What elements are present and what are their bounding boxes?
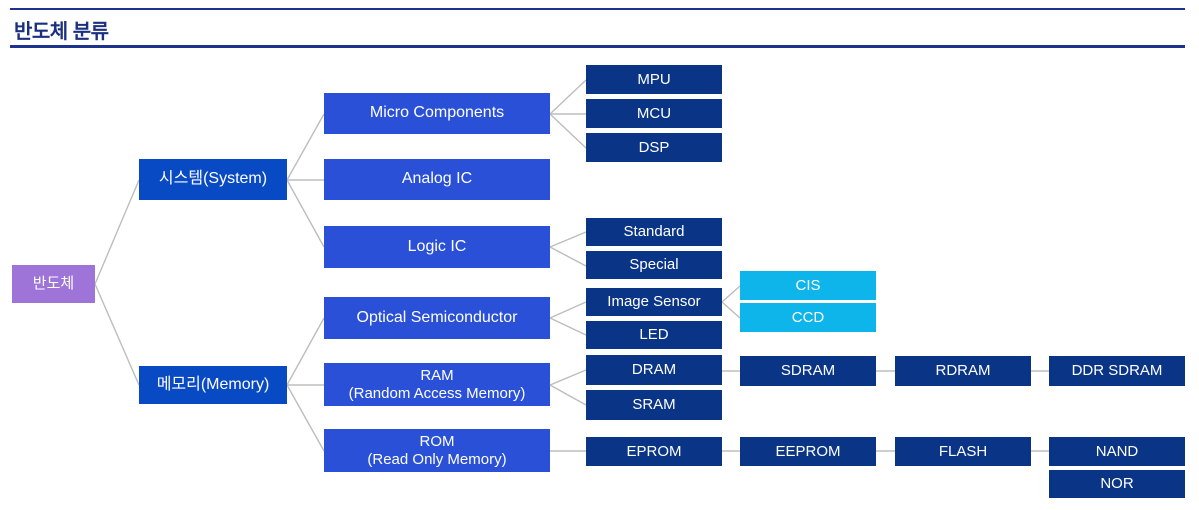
- connector: [286, 317, 325, 386]
- connector: [549, 369, 587, 386]
- node-led: LED: [586, 321, 722, 349]
- connector: [549, 301, 587, 319]
- connector: [94, 283, 140, 386]
- node-eprom: EPROM: [586, 437, 722, 466]
- node-ddr-sdram: DDR SDRAM: [1049, 356, 1185, 386]
- node-special: Special: [586, 251, 722, 279]
- header-rule-top: [10, 8, 1185, 10]
- node-sram: SRAM: [586, 390, 722, 420]
- node-micro-components: Micro Components: [324, 93, 550, 134]
- header-rule-bottom: [10, 45, 1185, 48]
- connector: [286, 179, 325, 248]
- node-rom-label: ROM: [419, 433, 455, 451]
- node-mcu: MCU: [586, 99, 722, 128]
- node-memory: 메모리(Memory): [139, 366, 287, 404]
- page-title: 반도체 분류: [14, 21, 109, 43]
- node-ccd: CCD: [740, 303, 876, 332]
- connector: [549, 79, 587, 115]
- node-image-sensor: Image Sensor: [586, 288, 722, 316]
- node-nor: NOR: [1049, 470, 1185, 498]
- connector: [549, 317, 587, 336]
- connector: [549, 246, 587, 267]
- node-eeprom: EEPROM: [740, 437, 876, 466]
- node-standard: Standard: [586, 218, 722, 246]
- connector: [549, 384, 587, 406]
- connector: [549, 113, 587, 149]
- node-semiconductor-root: 반도체: [12, 265, 95, 303]
- node-system: 시스템(System): [139, 159, 287, 200]
- node-sdram: SDRAM: [740, 356, 876, 386]
- connector: [549, 231, 587, 248]
- node-rom: ROM (Read Only Memory): [324, 429, 550, 472]
- node-cis: CIS: [740, 271, 876, 300]
- connector: [721, 301, 741, 319]
- node-mpu: MPU: [586, 65, 722, 94]
- node-rdram: RDRAM: [895, 356, 1031, 386]
- node-ram: RAM (Random Access Memory): [324, 363, 550, 406]
- node-dsp: DSP: [586, 133, 722, 162]
- node-logic-ic: Logic IC: [324, 226, 550, 268]
- node-optical-semiconductor: Optical Semiconductor: [324, 297, 550, 339]
- connector: [721, 285, 741, 303]
- node-analog-ic: Analog IC: [324, 159, 550, 200]
- node-flash: FLASH: [895, 437, 1031, 466]
- node-ram-label: RAM: [420, 367, 454, 385]
- node-ram-sublabel: (Random Access Memory): [348, 384, 526, 402]
- connector: [286, 113, 325, 181]
- node-rom-sublabel: (Read Only Memory): [367, 450, 507, 468]
- connector: [94, 179, 140, 285]
- node-dram: DRAM: [586, 355, 722, 385]
- node-nand: NAND: [1049, 437, 1185, 466]
- connector: [286, 384, 325, 452]
